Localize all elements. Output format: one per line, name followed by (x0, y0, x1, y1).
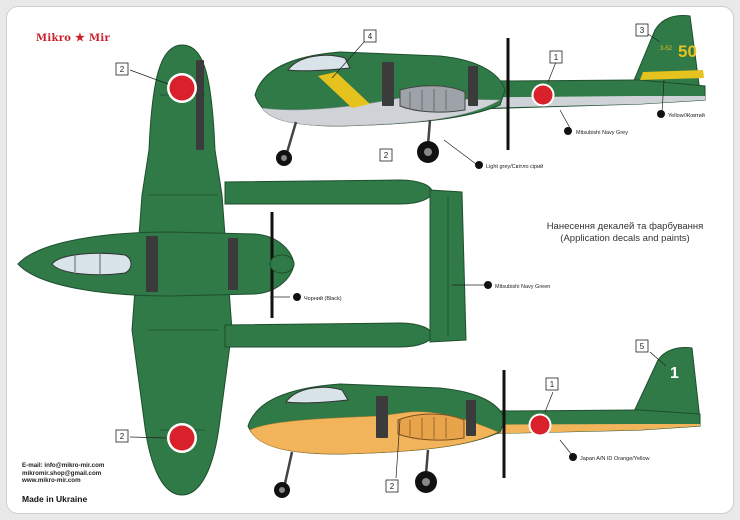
callout-2-profile-lower: 2 (385, 479, 399, 493)
upper-profile-landing-gear (284, 119, 432, 157)
svg-text:Mitsubishi Navy Grey: Mitsubishi Navy Grey (576, 130, 628, 136)
paint-label-navy-green: Mitsubishi Navy Green (484, 281, 550, 290)
svg-text:2: 2 (384, 151, 389, 160)
lower-profile-landing-gear (282, 449, 430, 489)
paint-label-light-grey: Light grey/Світло сірий (475, 161, 543, 170)
svg-text:2: 2 (120, 432, 125, 441)
callout-2-wing-lower: 2 (115, 429, 129, 443)
upper-profile-canopy (287, 54, 351, 72)
paint-bullet-icon (569, 453, 577, 461)
svg-text:4: 4 (368, 32, 373, 41)
logo-text-left: Mikro (36, 33, 72, 44)
paint-bullet-icon (293, 293, 301, 301)
callout-2-profile-upper: 2 (379, 148, 393, 162)
logo-text-right: Mir (89, 33, 111, 44)
made-in-label: Made in Ukraine (22, 494, 88, 504)
paint-label-orange-yellow: Japan A/N ID Orange/Yellow (569, 453, 650, 462)
svg-text:1: 1 (554, 53, 559, 62)
callout-5: 5 (635, 339, 649, 353)
callout-3: 3 (635, 23, 649, 37)
paint-bullet-icon (657, 110, 665, 118)
svg-text:3: 3 (640, 26, 645, 35)
paint-bullet-icon (564, 127, 572, 135)
tail-code-lower: 1 (670, 365, 679, 382)
callout-1-lower: 1 (545, 377, 559, 391)
paint-label-navy-grey: Mitsubishi Navy Grey (564, 127, 628, 136)
svg-text:1: 1 (550, 380, 555, 389)
svg-text:2: 2 (120, 65, 125, 74)
svg-text:Japan A/N ID Orange/Yellow: Japan A/N ID Orange/Yellow (580, 456, 650, 462)
paint-bullet-icon (475, 161, 483, 169)
plan-view-aircraft (17, 44, 484, 496)
brand-logo: Mikro ★ Mir (36, 31, 110, 44)
svg-text:Light grey/Світло сірий: Light grey/Світло сірий (486, 163, 543, 170)
contact-email-secondary[interactable]: mikromir.shop@gmail.com (22, 469, 102, 477)
svg-text:Yellow/Жовтий: Yellow/Жовтий (668, 112, 705, 119)
paint-bullet-icon (484, 281, 492, 289)
upper-profile-yellow-tail-stripe (640, 70, 704, 80)
contact-info: E-mail: info@mikro-mir.com mikromir.shop… (22, 462, 104, 485)
title-line-english: (Application decals and paints) (560, 233, 690, 244)
plan-view-canopy (51, 252, 132, 276)
svg-text:2: 2 (390, 482, 395, 491)
lower-profile-tail-fin (629, 347, 701, 421)
logo-star-icon: ★ (75, 31, 86, 44)
svg-text:5: 5 (640, 342, 645, 351)
profile-view-lower-aircraft (247, 347, 701, 498)
svg-text:Mitsubishi Navy Green: Mitsubishi Navy Green (495, 284, 550, 290)
contact-website[interactable]: www.mikro-mir.com (22, 477, 81, 485)
callout-2-wing-upper: 2 (115, 62, 129, 76)
profile-view-upper-aircraft (254, 15, 706, 166)
application-title: Нанесення декалей та фарбування (Applica… (520, 221, 730, 245)
paint-label-black: Чорний (Black) (293, 293, 342, 302)
tail-code-upper-small: 3-52 (660, 46, 673, 52)
callout-1-upper: 1 (549, 50, 563, 64)
plan-view-boom-lower (224, 322, 433, 348)
title-line-ukrainian: Нанесення декалей та фарбування (546, 221, 704, 232)
contact-email[interactable]: E-mail: info@mikro-mir.com (22, 462, 105, 469)
plan-view-boom-upper (224, 179, 433, 205)
callout-4: 4 (363, 29, 377, 43)
lower-profile-canopy (285, 386, 349, 404)
tail-code-upper: 50 (678, 42, 697, 61)
svg-text:Чорний (Black): Чорний (Black) (304, 295, 342, 302)
paint-label-yellow: Yellow/Жовтий (657, 110, 705, 119)
upper-profile-yellow-id-band (318, 72, 370, 108)
